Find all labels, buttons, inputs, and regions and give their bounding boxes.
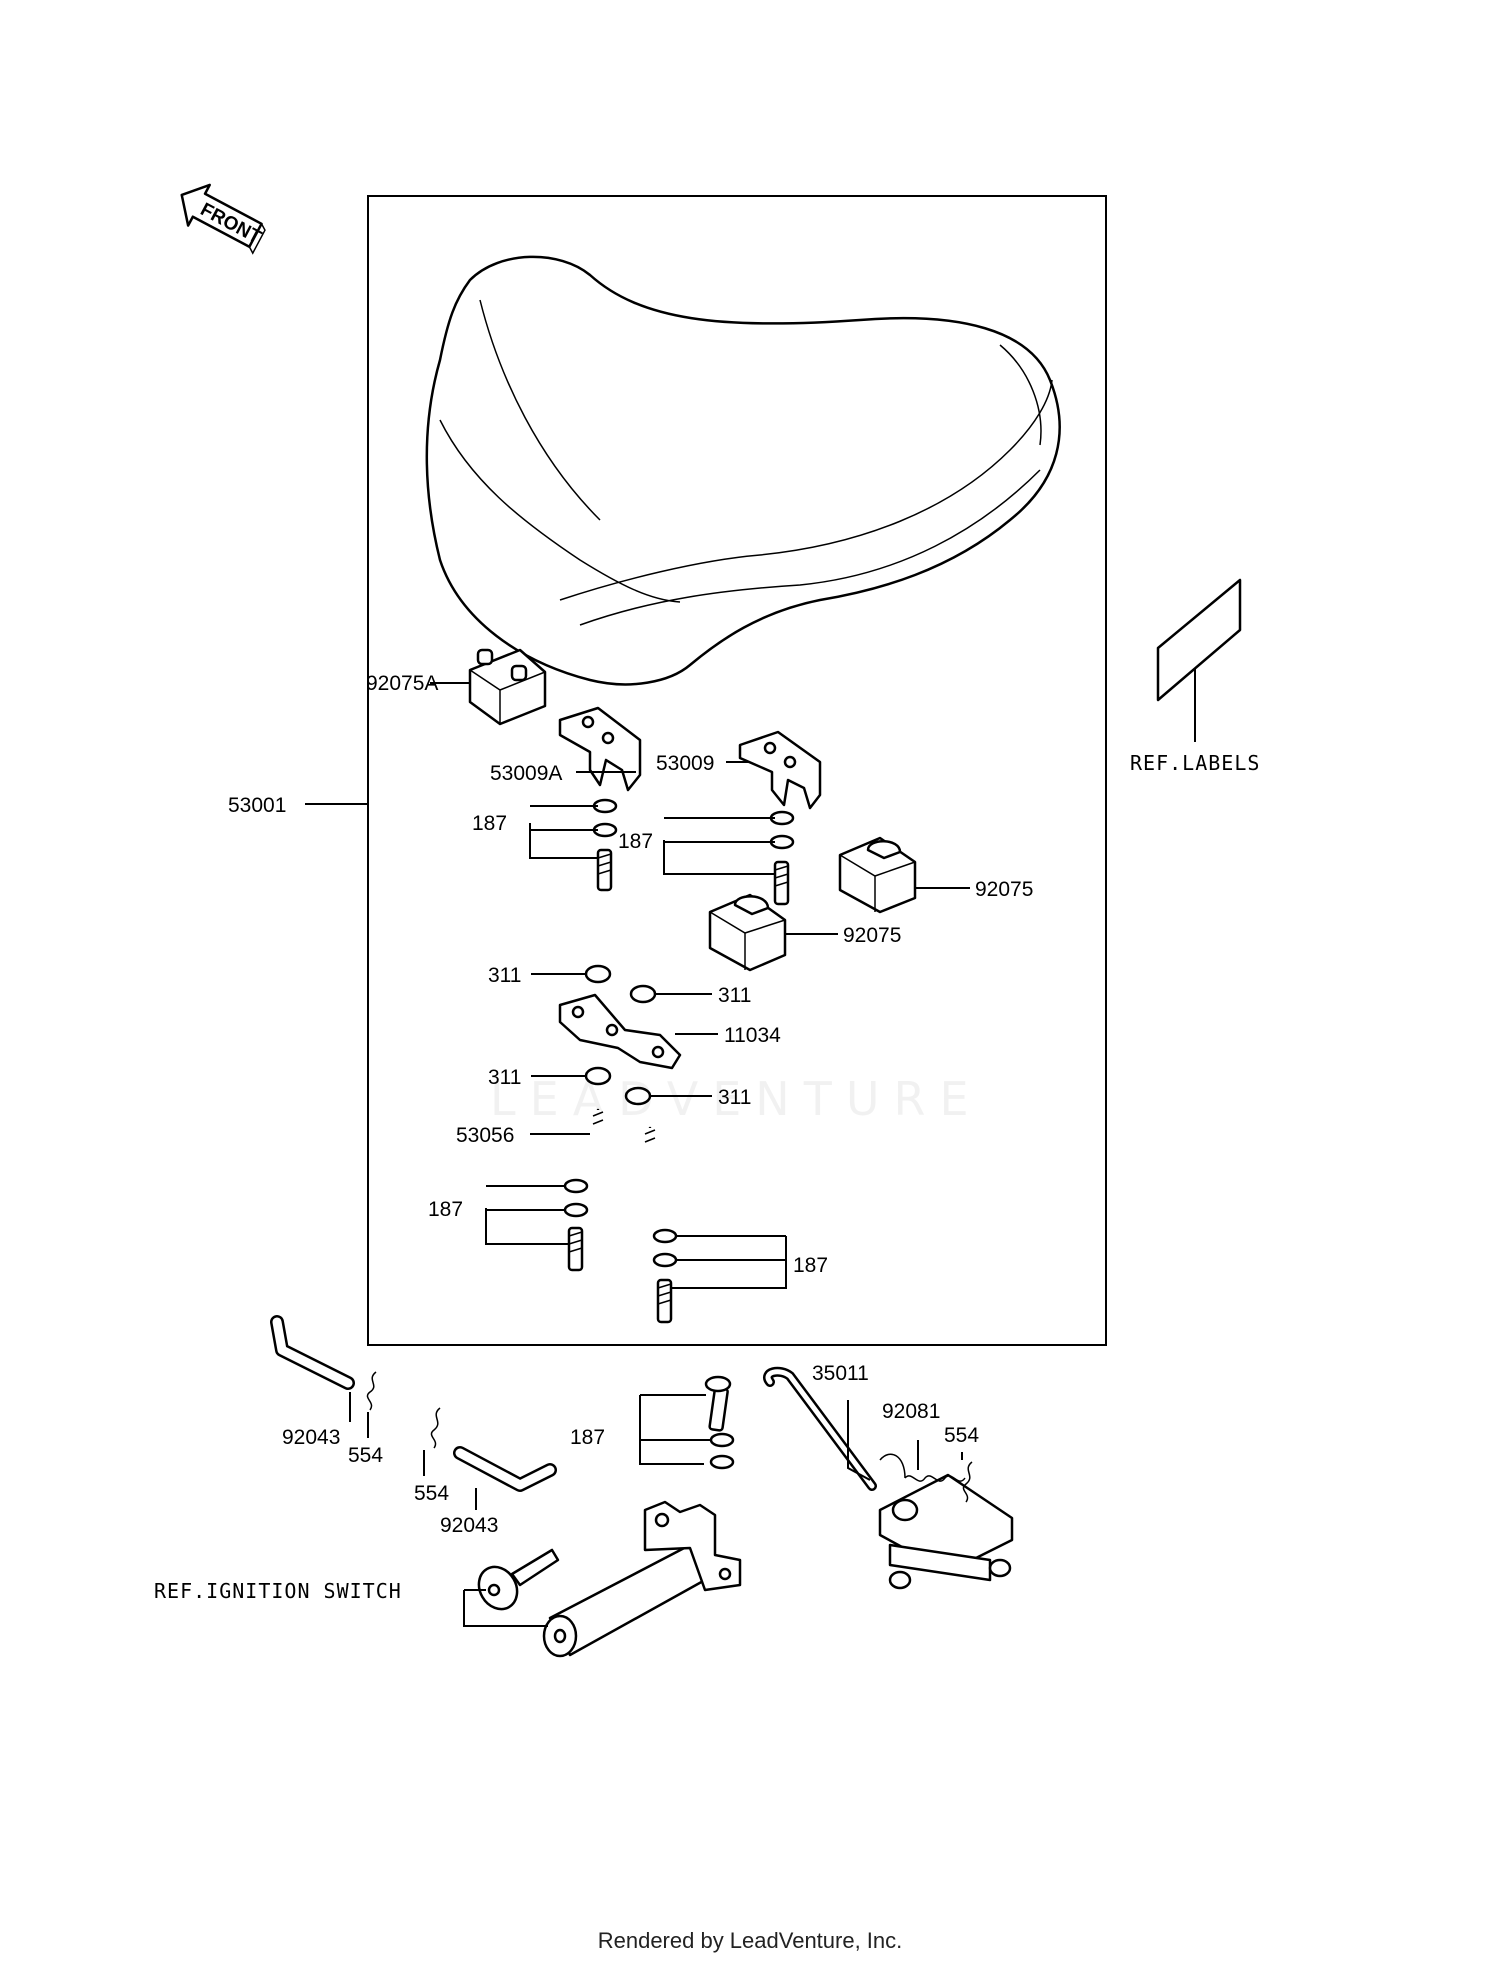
label-53009: 53009 (656, 752, 714, 775)
watermark: LEADVENTURE (490, 1072, 983, 1126)
label-187-d: 187 (793, 1254, 828, 1277)
label-187-e: 187 (570, 1426, 605, 1449)
label-187-a: 187 (472, 812, 507, 835)
ignition-key-icon (477, 1548, 560, 1611)
part-187-set-e (704, 1375, 735, 1470)
label-554-c: 554 (944, 1424, 979, 1447)
seat-lock-base (878, 1473, 1014, 1590)
part-554-c (962, 1461, 973, 1503)
label-92043-b: 92043 (440, 1514, 498, 1537)
seat (425, 255, 1061, 686)
ignition-switch (542, 1500, 742, 1658)
label-92043-a: 92043 (282, 1426, 340, 1449)
assembly-frame (367, 195, 1107, 1346)
part-92075-center (708, 893, 787, 972)
label-92081: 92081 (882, 1400, 940, 1423)
label-554-a: 554 (348, 1444, 383, 1467)
part-92043-a (270, 1315, 355, 1390)
label-311-a: 311 (488, 964, 521, 987)
label-11034: 11034 (724, 1024, 781, 1047)
front-arrow-icon: FRONT (180, 183, 266, 255)
label-92075-b: 92075 (843, 924, 901, 947)
part-311-b (629, 984, 657, 1004)
leader-lines (305, 668, 1196, 1627)
part-53056 (592, 1108, 656, 1197)
footer-credit: Rendered by LeadVenture, Inc. (597, 1928, 903, 1953)
part-187-set-a (592, 798, 618, 892)
label-92075A: 92075A (366, 672, 438, 695)
label-311-b: 311 (718, 984, 751, 1007)
part-311-d (624, 1086, 652, 1106)
label-187-c: 187 (428, 1198, 463, 1221)
part-187-set-b (769, 810, 795, 906)
part-92081 (879, 1453, 966, 1482)
part-53009 (738, 730, 822, 810)
label-ref-ignition-switch: REF.IGNITION SWITCH (154, 1579, 402, 1603)
label-53056: 53056 (456, 1124, 514, 1147)
label-53001: 53001 (228, 794, 286, 817)
part-92043-b (453, 1446, 557, 1492)
label-92075-a: 92075 (975, 878, 1033, 901)
part-92075A (468, 648, 547, 726)
part-311-a (584, 964, 612, 984)
part-35011 (763, 1366, 877, 1491)
part-11034 (558, 993, 682, 1070)
part-187-set-c (563, 1178, 589, 1272)
label-554-b: 554 (414, 1482, 449, 1505)
part-311-c (584, 1066, 612, 1086)
label-ref-labels: REF.LABELS (1130, 751, 1260, 775)
part-53009A (558, 706, 642, 792)
part-187-set-d (652, 1228, 678, 1324)
label-311-d: 311 (718, 1086, 751, 1109)
part-554-a (366, 1371, 377, 1411)
label-53009A: 53009A (490, 762, 562, 785)
label-35011: 35011 (812, 1362, 869, 1385)
part-554-b (430, 1407, 441, 1449)
label-187-b: 187 (618, 830, 653, 853)
label-plate (1156, 578, 1242, 702)
label-311-c: 311 (488, 1066, 521, 1089)
part-92075-right (838, 836, 917, 914)
